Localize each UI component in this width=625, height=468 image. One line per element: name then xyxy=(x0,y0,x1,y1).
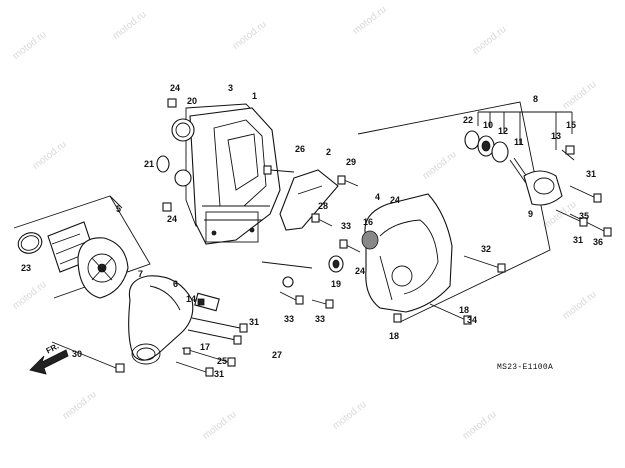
part-label: 15 xyxy=(566,120,577,130)
water-pump-cover xyxy=(128,275,194,365)
bolt-34 xyxy=(429,303,472,325)
part-label: 31 xyxy=(586,169,597,179)
part-label: 32 xyxy=(481,244,492,254)
bolts-right xyxy=(555,185,612,237)
part-label: 7 xyxy=(138,269,144,279)
part-label: 19 xyxy=(331,279,342,289)
part-label: 29 xyxy=(346,157,357,167)
part-label: 35 xyxy=(579,211,590,221)
part-label: 4 xyxy=(375,192,381,202)
crankcase-cover-1 xyxy=(189,107,281,245)
part-label: 33 xyxy=(341,221,352,231)
bolts-left xyxy=(51,317,248,377)
part-label: 20 xyxy=(187,96,198,106)
cover-2-bracket xyxy=(279,169,339,231)
part-label: 28 xyxy=(318,201,329,211)
part-label: 33 xyxy=(315,314,326,324)
part-label: 1 xyxy=(252,91,258,101)
part-label: 33 xyxy=(284,314,295,324)
part-label: 24 xyxy=(390,195,401,205)
part-label: 36 xyxy=(593,237,604,247)
part-label: 16 xyxy=(363,217,374,227)
part-label: 31 xyxy=(573,235,584,245)
part-label: 14 xyxy=(186,294,197,304)
oil-seal-20 xyxy=(171,118,195,142)
part-label: 6 xyxy=(173,279,179,289)
thermo-sensor-14 xyxy=(194,292,220,312)
seal-19 xyxy=(328,255,344,273)
thermostat-group-outline xyxy=(477,111,573,150)
front-arrow-icon xyxy=(29,349,69,375)
part-label: 34 xyxy=(467,315,478,325)
part-label: 24 xyxy=(355,266,366,276)
part-label: 26 xyxy=(295,144,306,154)
bolts-center xyxy=(261,165,361,309)
part-label: 31 xyxy=(249,317,260,327)
part-label: 10 xyxy=(483,120,494,130)
part-label: 18 xyxy=(389,331,400,341)
part-label: 11 xyxy=(514,137,524,147)
part-label: 8 xyxy=(533,94,539,104)
part-label: 24 xyxy=(170,83,181,93)
part-label: 22 xyxy=(463,115,474,125)
bolt-32 xyxy=(463,255,506,273)
part-label: 18 xyxy=(459,305,470,315)
o-ring-23 xyxy=(17,232,43,254)
dowel-18 xyxy=(393,313,402,323)
part-label: 12 xyxy=(498,126,509,136)
part-label: 25 xyxy=(217,356,228,366)
right-cover-4 xyxy=(364,193,453,313)
bushing-16 xyxy=(361,230,379,250)
part-label: 31 xyxy=(214,369,225,379)
part-label: 23 xyxy=(21,263,32,273)
part-label: 24 xyxy=(167,214,178,224)
part-label: 21 xyxy=(144,159,155,169)
diagram-code: MS23-E1100A xyxy=(497,363,554,372)
water-pump-impeller-housing xyxy=(77,237,129,299)
part-label: 27 xyxy=(272,350,283,360)
part-label: 17 xyxy=(200,342,211,352)
o-ring-ring xyxy=(174,169,192,187)
part-label: 30 xyxy=(72,349,83,359)
part-label: 9 xyxy=(528,209,534,219)
collar-21 xyxy=(156,155,170,173)
part-label: 13 xyxy=(551,131,562,141)
part-label: 5 xyxy=(116,204,122,214)
thermostat-parts xyxy=(464,130,575,206)
part-label: 3 xyxy=(228,83,234,93)
part-label: 2 xyxy=(326,147,332,157)
